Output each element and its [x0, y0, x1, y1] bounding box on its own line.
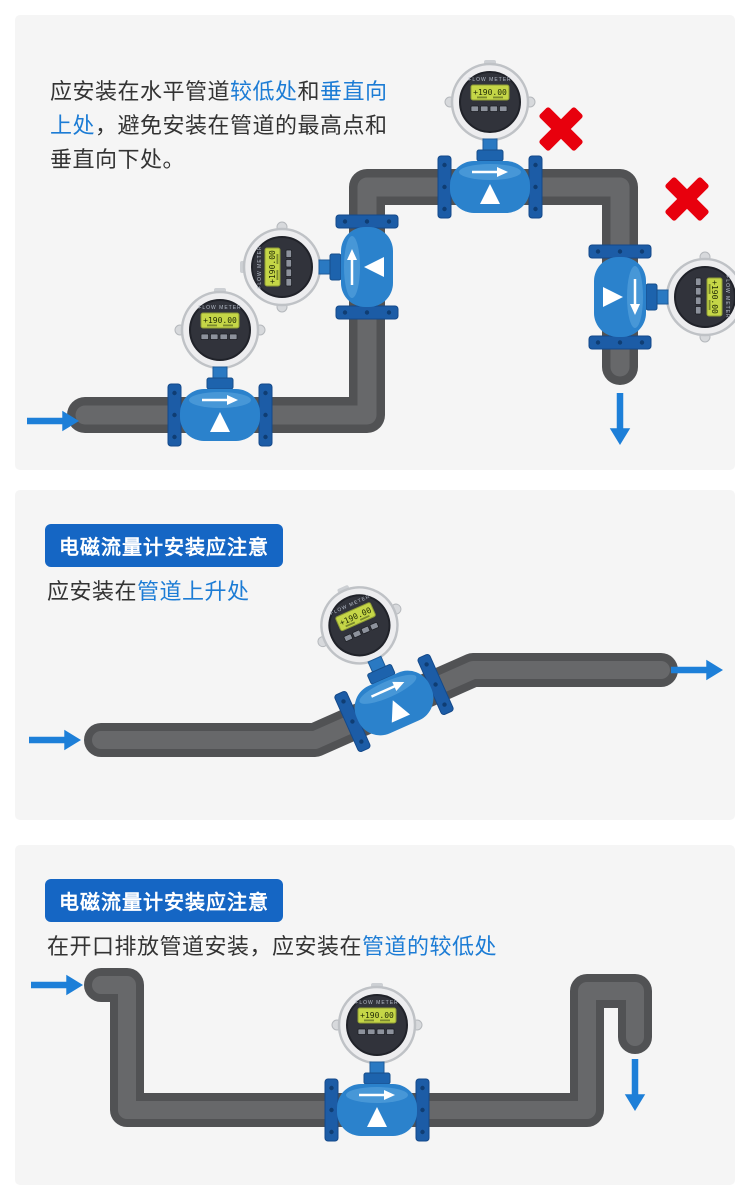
flow-in-arrow-icon — [29, 729, 81, 751]
flow-out-arrow-icon — [624, 1059, 646, 1111]
instruction-text: 在开口排放管道安装，应安装在管道的较低处 — [47, 929, 497, 961]
flow-out-arrow-icon — [609, 393, 631, 445]
instruction-segment: 应安装在 — [47, 579, 138, 604]
panel-horizontal-vertical-install: 应安装在水平管道较低处和垂直向上处，避免安装在管道的最高点和垂直向下处。 — [15, 15, 735, 470]
flow-out-arrow-icon — [671, 659, 723, 681]
instruction-segment: ，避免安装在管道的最高点和垂直向下处。 — [50, 113, 388, 172]
error-x-high-point — [538, 106, 584, 152]
flow-in-arrow-icon — [31, 974, 83, 996]
instruction-segment: 应安装在水平管道 — [50, 79, 231, 104]
flowmeter-high-point-wrong — [436, 60, 544, 220]
pipe-highlight — [92, 976, 644, 1119]
instruction-segment: 和 — [297, 79, 321, 104]
flowmeter-vertical-down-wrong — [587, 243, 735, 351]
diagram-pipe-layout-3 — [31, 968, 652, 1143]
notice-badge: 电磁流量计安装应注意 — [45, 524, 283, 567]
error-x-vertical-down — [664, 176, 710, 222]
instruction-segment-highlight: 管道上升处 — [137, 579, 250, 604]
flowmeter-low-point — [323, 983, 431, 1143]
flowmeter-low-point-correct — [166, 288, 274, 448]
diagram-pipe-layout-2 — [29, 564, 723, 757]
diagram-pipe-layout-1 — [27, 60, 735, 448]
instruction-segment-highlight: 垂直向上处 — [50, 79, 388, 138]
notice-badge: 电磁流量计安装应注意 — [45, 879, 283, 922]
instruction-text: 应安装在水平管道较低处和垂直向上处，避免安装在管道的最高点和垂直向下处。 — [50, 75, 392, 177]
flowmeter-vertical-up-correct — [240, 213, 400, 321]
panel-open-discharge-install: 电磁流量计安装应注意 在开口排放管道安装，应安装在管道的较低处 — [15, 845, 735, 1185]
instruction-segment-highlight: 较低处 — [230, 79, 298, 104]
instruction-text: 应安装在管道上升处 — [47, 574, 250, 606]
instruction-segment-highlight: 管道的较低处 — [362, 934, 498, 959]
panel-rising-pipe-install: 电磁流量计安装应注意 应安装在管道上升处 — [15, 490, 735, 820]
instruction-segment: 在开口排放管道安装，应安装在 — [47, 934, 363, 959]
